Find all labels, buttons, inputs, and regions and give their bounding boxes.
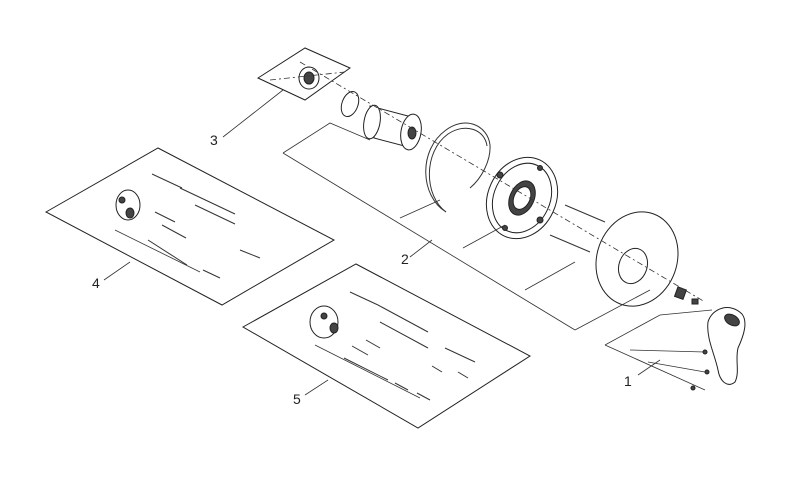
leader-2 [409,239,433,258]
nut [673,286,688,301]
small-screw [691,298,699,305]
o-ring [340,90,360,118]
lever-handle [707,307,746,385]
leader-3 [222,89,284,138]
screws [549,204,606,253]
split-ring [425,122,491,213]
leader-5 [304,379,329,396]
escutcheon [595,211,679,307]
sleeve [363,104,422,151]
leader-1 [637,359,661,376]
callout-2: 2 [401,251,409,267]
panel-part-5 [241,263,531,429]
panel-part-4 [44,147,336,306]
bracket-part-1 [604,309,713,391]
callout-1: 1 [624,373,632,389]
bracket-part-2 [282,122,651,331]
callout-3: 3 [210,132,218,148]
leader-4 [103,261,131,281]
callout-4: 4 [92,275,100,291]
mounting-plate [485,156,559,240]
panel-part-3 [256,47,352,101]
assembly-axis [299,61,706,303]
callout-5: 5 [293,391,301,407]
